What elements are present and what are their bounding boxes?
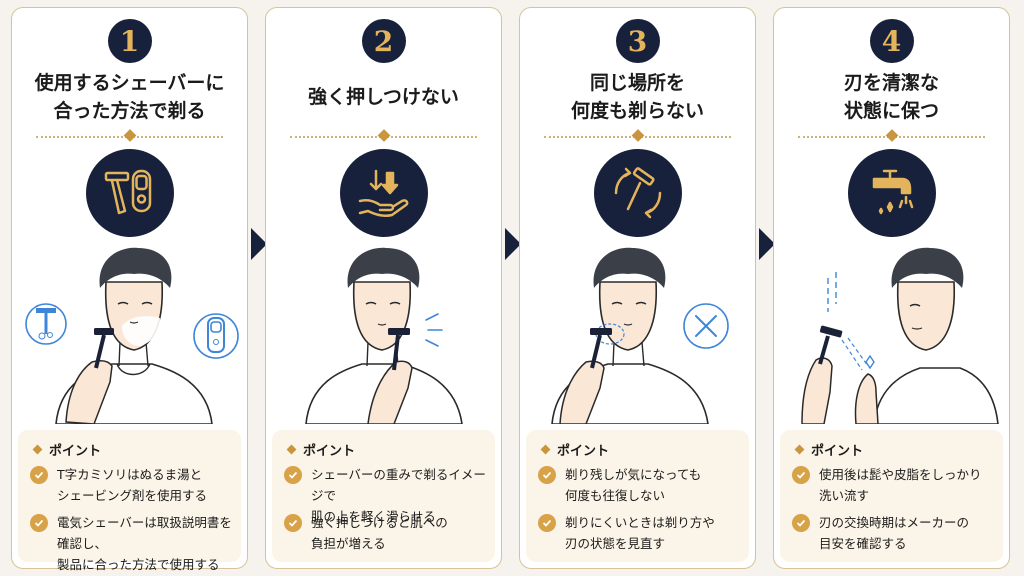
point-line: 電気シェーバーは取扱説明書を確認し、: [57, 515, 232, 551]
check-icon: [284, 466, 302, 484]
step-title-line: 何度も剃らない: [570, 100, 704, 122]
step-card-4: 4 刃を清潔な 状態に保つ: [773, 7, 1010, 569]
point-line: 負担が増える: [311, 536, 386, 551]
step-number: 3: [627, 24, 648, 58]
point-item: 刃の交換時期はメーカーの目安を確認する: [792, 512, 997, 554]
divider-diamond: [377, 129, 390, 142]
step-title-line: 強く押しつけない: [308, 86, 459, 108]
point-line: 剃りにくいときは剃り方や: [565, 515, 715, 530]
diamond-icon: [32, 444, 43, 455]
step-title: 強く押しつけない: [266, 66, 501, 128]
step-title-line: 刃を清潔な: [843, 72, 939, 94]
point-line: 使用後は髭や皮脂をしっかり: [819, 467, 982, 482]
points-panel: ポイント T字カミソリはぬるま湯とシェービング剤を使用する 電気シェーバーは取扱…: [18, 430, 241, 572]
step-title-line: 使用するシェーバーに: [34, 72, 225, 94]
check-icon: [538, 466, 556, 484]
points-heading: ポイント: [794, 440, 864, 459]
points-heading: ポイント: [540, 440, 610, 459]
step-title-line: 合った方法で剃る: [53, 100, 206, 122]
point-item: シェーバーの重みで剃るイメージで肌の上を軽く滑らせる: [284, 464, 489, 527]
point-item: 剃りにくいときは剃り方や刃の状態を見直す: [538, 512, 743, 554]
divider-diamond: [123, 129, 136, 142]
point-line: 洗い流す: [819, 488, 870, 503]
step-title: 使用するシェーバーに 合った方法で剃る: [12, 66, 247, 128]
point-line: シェーバーの重みで剃るイメージで: [311, 467, 486, 503]
divider-diamond: [631, 129, 644, 142]
points-heading: ポイント: [286, 440, 356, 459]
faucet-water-icon: [847, 149, 936, 237]
step-number-badge: 3: [615, 19, 660, 63]
points-panel: ポイント 使用後は髭や皮脂をしっかり洗い流す 刃の交換時期はメーカーの目安を確認…: [780, 430, 1003, 562]
step-number-badge: 2: [361, 19, 406, 63]
point-item: 電気シェーバーは取扱説明書を確認し、製品に合った方法で使用する: [30, 512, 235, 575]
points-panel: ポイント シェーバーの重みで剃るイメージで肌の上を軽く滑らせる 強く押しつけると…: [272, 430, 495, 562]
point-line: 製品に合った方法で使用する: [57, 557, 220, 572]
press-down-hand-icon: [339, 149, 428, 237]
points-heading-label: ポイント: [49, 444, 102, 459]
step-number: 1: [119, 24, 140, 58]
check-icon: [792, 514, 810, 532]
razor-and-electric-shaver-icon: [85, 149, 174, 237]
points-heading-label: ポイント: [811, 444, 864, 459]
point-item: 使用後は髭や皮脂をしっかり洗い流す: [792, 464, 997, 506]
next-arrow-icon: [505, 228, 521, 260]
diamond-icon: [794, 444, 805, 455]
step-title-line: 状態に保つ: [843, 100, 939, 122]
step-card-3: 3 同じ場所を 何度も剃らない: [519, 7, 756, 569]
step-number: 2: [373, 24, 394, 58]
point-line: T字カミソリはぬるま湯と: [57, 467, 203, 482]
point-item: T字カミソリはぬるま湯とシェービング剤を使用する: [30, 464, 235, 506]
diamond-icon: [540, 444, 551, 455]
check-icon: [30, 466, 48, 484]
point-line: 刃の状態を見直す: [565, 536, 666, 551]
next-arrow-icon: [251, 228, 267, 260]
step-card-1: 1 使用するシェーバーに 合った方法で剃る: [11, 7, 248, 572]
check-icon: [30, 514, 48, 532]
point-line: 目安を確認する: [819, 536, 907, 551]
diamond-icon: [286, 444, 297, 455]
point-line: 肌の上を軽く滑らせる: [311, 509, 436, 524]
points-heading-label: ポイント: [303, 444, 356, 459]
next-arrow-icon: [759, 228, 775, 260]
rinsing-razor-illustration: [784, 242, 999, 425]
man-shaving-illustration: [22, 242, 239, 425]
step-title: 刃を清潔な 状態に保つ: [774, 66, 1009, 128]
step-title-line: 同じ場所を: [589, 72, 685, 94]
point-item: 剃り残しが気になっても何度も往復しない: [538, 464, 743, 506]
check-icon: [284, 514, 302, 532]
point-item: 強く押しつけると肌への負担が増える: [284, 512, 489, 554]
point-line: 強く押しつけると肌への: [311, 515, 448, 530]
check-icon: [538, 514, 556, 532]
point-line: 剃り残しが気になっても: [565, 467, 702, 482]
razor-rotate-arrows-icon: [593, 149, 682, 237]
step-number: 4: [881, 24, 902, 58]
points-heading-label: ポイント: [557, 444, 610, 459]
step-card-2: 2 強く押しつけない ポイント: [265, 7, 502, 569]
point-line: 刃の交換時期はメーカーの: [819, 515, 970, 530]
man-shaving-once-illustration: [530, 242, 745, 425]
step-number-badge: 1: [107, 19, 152, 63]
step-number-badge: 4: [869, 19, 914, 63]
points-panel: ポイント 剃り残しが気になっても何度も往復しない 剃りにくいときは剃り方や刃の状…: [526, 430, 749, 562]
divider-diamond: [885, 129, 898, 142]
step-title: 同じ場所を 何度も剃らない: [520, 66, 755, 128]
point-line: 何度も往復しない: [565, 488, 666, 503]
point-line: シェービング剤を使用する: [57, 488, 208, 503]
points-heading: ポイント: [32, 440, 102, 459]
check-icon: [792, 466, 810, 484]
man-shaving-lightly-illustration: [276, 242, 491, 425]
